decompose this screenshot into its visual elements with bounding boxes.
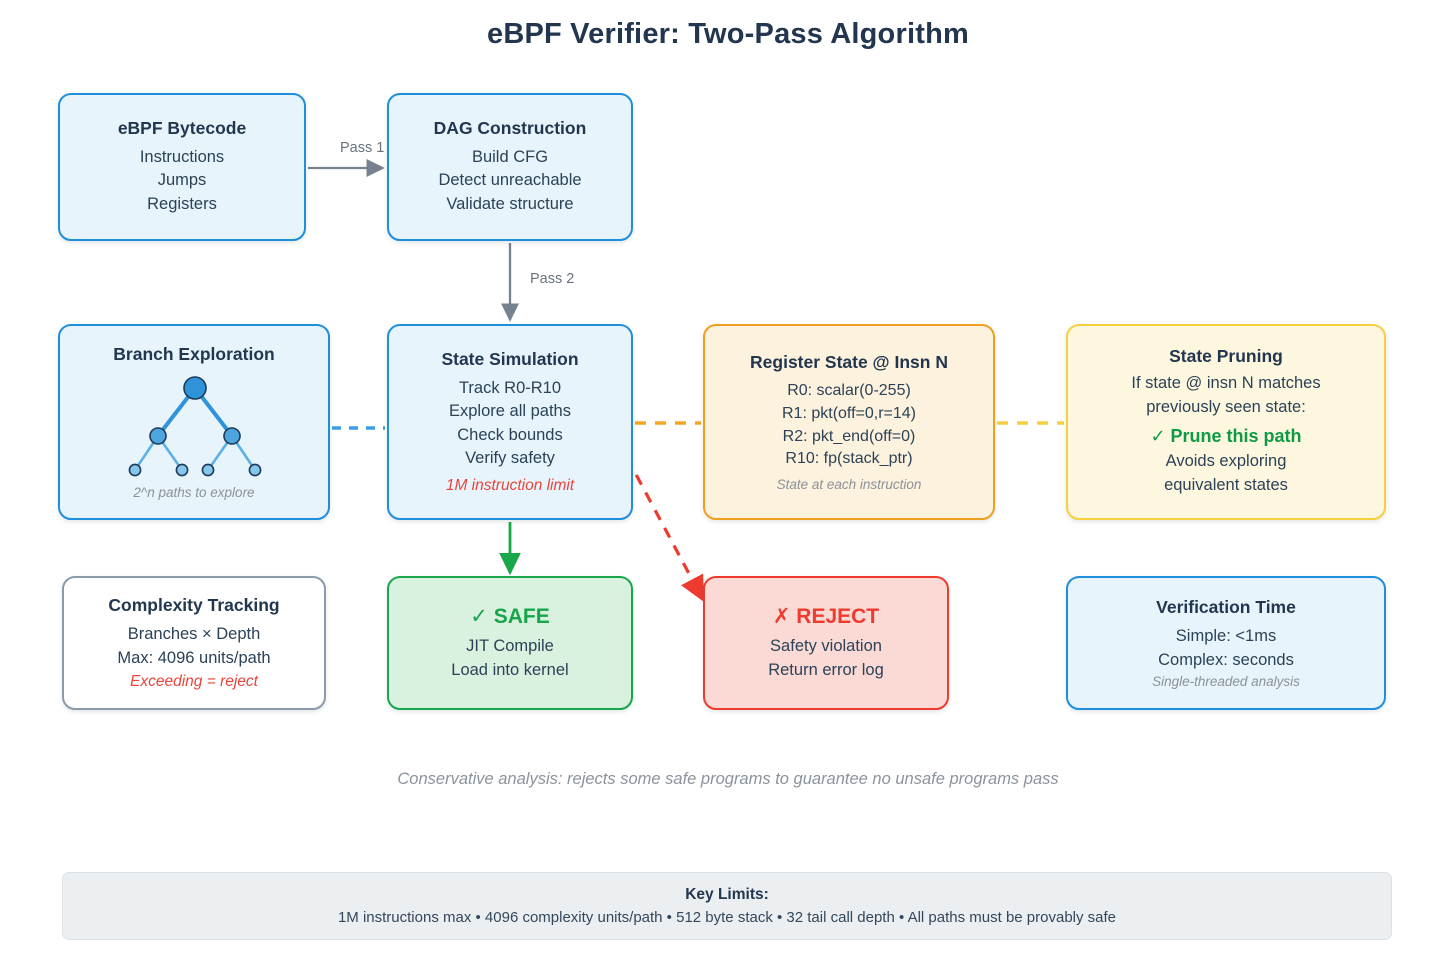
- node-heading: Register State @ Insn N: [750, 352, 948, 373]
- node-line: Branches × Depth: [127, 625, 261, 644]
- node-state-simulation[interactable]: State Simulation Track R0-R10 Explore al…: [387, 324, 633, 520]
- node-line: Detect unreachable: [438, 171, 582, 190]
- register-line: R0: scalar(0-255): [787, 382, 911, 400]
- node-line: Validate structure: [446, 194, 574, 213]
- label-pass1: Pass 1: [340, 140, 385, 156]
- node-line: If state @ insn N matches: [1131, 374, 1321, 393]
- node-heading: Branch Exploration: [113, 344, 275, 364]
- node-line: Track R0-R10: [458, 378, 562, 397]
- node-complexity-tracking[interactable]: Complexity Tracking Branches × Depth Max…: [62, 576, 326, 710]
- binary-tree-icon: [128, 376, 262, 477]
- node-note: 2^n paths to explore: [133, 485, 255, 500]
- node-note: Single-threaded analysis: [1152, 673, 1300, 689]
- node-heading: eBPF Bytecode: [117, 117, 247, 138]
- key-limits-panel: Key Limits: 1M instructions max • 4096 c…: [62, 872, 1392, 940]
- node-safe-outcome[interactable]: ✓ SAFE JIT Compile Load into kernel: [387, 576, 633, 710]
- register-line: R2: pkt_end(off=0): [782, 427, 916, 445]
- node-line: Simple: <1ms: [1175, 627, 1277, 646]
- key-limits-heading: Key Limits:: [685, 886, 769, 903]
- node-line: Complex: seconds: [1158, 650, 1294, 669]
- node-line: Explore all paths: [449, 402, 571, 421]
- node-register-state[interactable]: Register State @ Insn N R0: scalar(0-255…: [703, 324, 995, 520]
- node-ebpf-bytecode[interactable]: eBPF Bytecode Instructions Jumps Registe…: [58, 93, 306, 241]
- node-line: Load into kernel: [451, 660, 569, 679]
- reject-verdict: ✗ REJECT: [772, 605, 880, 629]
- node-heading: State Simulation: [441, 348, 579, 369]
- key-limits-items: 1M instructions max • 4096 complexity un…: [337, 909, 1117, 926]
- node-line: Instructions: [139, 147, 225, 166]
- diagram-caption: Conservative analysis: rejects some safe…: [397, 770, 1059, 788]
- node-line: Safety violation: [770, 637, 882, 656]
- node-branch-exploration[interactable]: Branch Exploration 2^n paths to explore: [58, 324, 330, 520]
- node-line: Return error log: [768, 660, 884, 679]
- node-heading: DAG Construction: [433, 117, 587, 138]
- node-line: Registers: [147, 194, 217, 213]
- node-line: Check bounds: [457, 425, 563, 444]
- node-verification-time[interactable]: Verification Time Simple: <1ms Complex: …: [1066, 576, 1386, 710]
- label-pass2: Pass 2: [530, 271, 575, 287]
- node-dag-construction[interactable]: DAG Construction Build CFG Detect unreac…: [387, 93, 633, 241]
- node-note: State at each instruction: [776, 476, 922, 492]
- node-line: Max: 4096 units/path: [117, 648, 271, 667]
- node-heading: State Pruning: [1169, 346, 1283, 367]
- node-line: Avoids exploring: [1165, 452, 1287, 470]
- safe-verdict: ✓ SAFE: [470, 605, 550, 629]
- node-heading: Verification Time: [1156, 597, 1296, 618]
- node-line: equivalent states: [1164, 475, 1288, 494]
- node-state-pruning[interactable]: State Pruning If state @ insn N matches …: [1066, 324, 1386, 520]
- node-line: JIT Compile: [466, 637, 554, 656]
- node-reject-outcome[interactable]: ✗ REJECT Safety violation Return error l…: [703, 576, 949, 710]
- register-line: R1: pkt(off=0,r=14): [782, 404, 916, 422]
- prune-accent: ✓ Prune this path: [1150, 426, 1302, 446]
- register-line: R10: fp(stack_ptr): [785, 450, 913, 468]
- node-line: Verify safety: [465, 448, 555, 467]
- node-line: Jumps: [157, 171, 207, 190]
- node-line: Build CFG: [471, 147, 549, 166]
- node-heading: Complexity Tracking: [108, 595, 280, 616]
- node-warning: Exceeding = reject: [130, 672, 258, 690]
- node-warning: 1M instruction limit: [445, 477, 575, 495]
- node-line: previously seen state:: [1146, 398, 1306, 417]
- page-title: eBPF Verifier: Two-Pass Algorithm: [487, 18, 969, 50]
